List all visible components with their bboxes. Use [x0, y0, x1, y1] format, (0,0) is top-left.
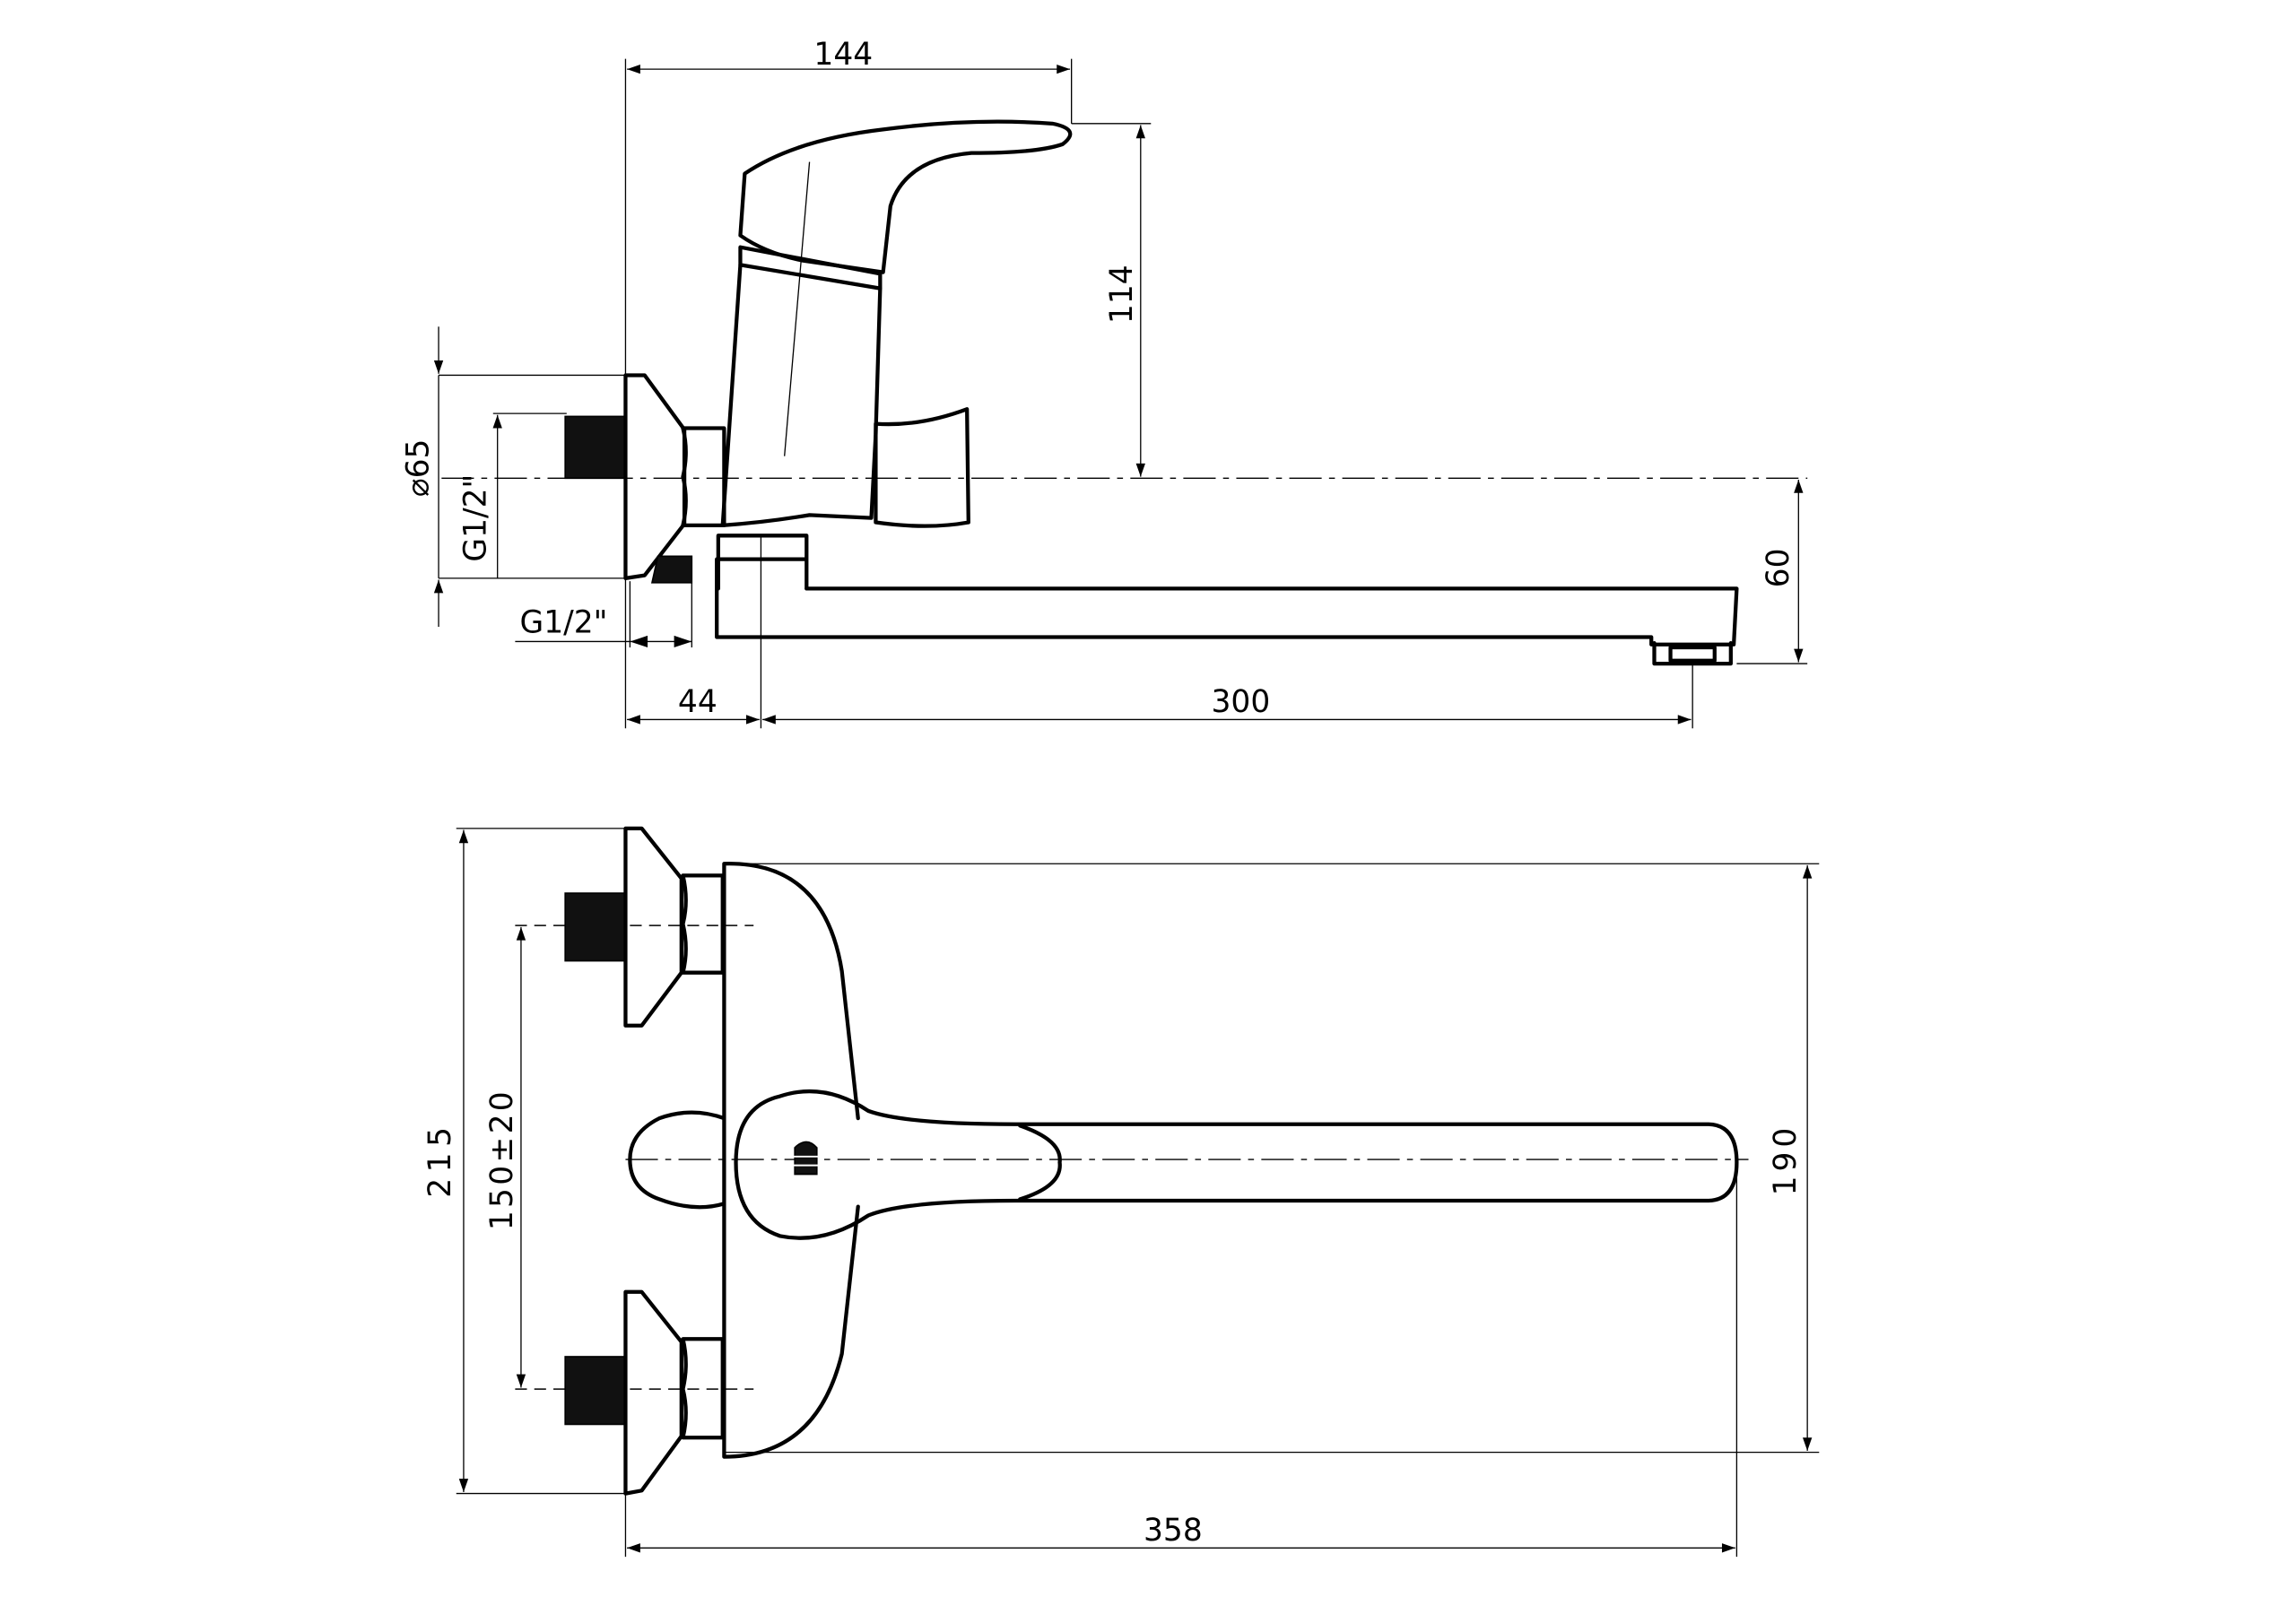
lever-inner-curve	[1018, 1124, 1062, 1202]
lower-wall-flange	[623, 1289, 683, 1496]
upper-inlet-thread	[564, 892, 627, 962]
aerator	[1652, 640, 1733, 666]
side-view: 144 114 60 ⌀65 G1/2" G1/2" 44 300	[401, 37, 1808, 729]
lever-handle	[738, 119, 1073, 274]
spout-connector-nut	[716, 534, 809, 591]
dim-label-g12-bottom: G1/2"	[520, 605, 608, 641]
lower-hex-nut	[681, 1337, 725, 1440]
left-knob	[628, 1110, 726, 1210]
inlet-thread	[564, 415, 627, 480]
upper-hex-nut	[681, 873, 725, 975]
brand-logo-icon	[791, 1141, 821, 1176]
mixer-body	[720, 263, 883, 527]
mixer-body-front	[722, 862, 860, 1459]
cartridge-band	[738, 245, 883, 291]
diverter-knob	[874, 407, 970, 528]
lower-inlet-thread	[564, 1356, 627, 1426]
dim-label-150: 150±20	[484, 1089, 520, 1230]
dim-label-190: 190	[1768, 1124, 1804, 1196]
dim-label-60: 60	[1761, 548, 1796, 587]
wall-flange	[623, 373, 687, 581]
dim-label-215: 215	[422, 1121, 458, 1197]
dim-label-300: 300	[1211, 684, 1270, 720]
dim-label-114: 114	[1104, 265, 1140, 324]
spout	[715, 557, 1739, 647]
dim-label-358: 358	[1144, 1513, 1203, 1549]
dim-label-diameter-65: ⌀65	[401, 439, 437, 498]
dim-label-144: 144	[813, 37, 873, 73]
dim-label-g12-left: G1/2"	[458, 474, 494, 562]
lower-thread	[650, 555, 693, 584]
dim-label-44: 44	[678, 684, 718, 720]
upper-wall-flange	[623, 826, 683, 1028]
lever-handle-front	[734, 1089, 1739, 1240]
hex-nut	[681, 426, 726, 527]
front-view: 215 150±20 190 358	[422, 826, 1820, 1558]
